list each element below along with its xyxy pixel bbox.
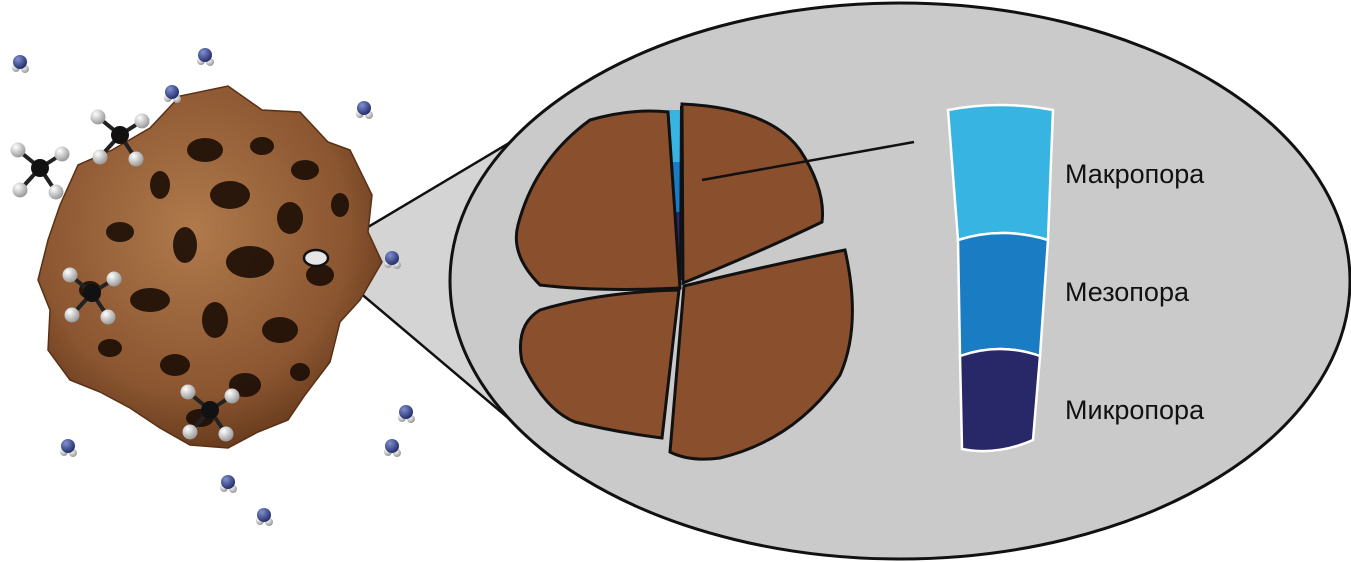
porous-particle (38, 86, 382, 448)
water-molecule-icon (256, 508, 273, 526)
water-molecule-icon (356, 101, 373, 119)
methane-molecule-icon (11, 143, 70, 200)
water-molecule-icon (398, 405, 415, 423)
water-molecule-icon (197, 48, 214, 66)
pore-size-legend-bar (948, 105, 1053, 451)
legend-swatch-macro (948, 105, 1053, 240)
legend-swatch-micro (960, 349, 1040, 451)
pore-marker (304, 250, 328, 266)
legend-label-meso: Мезопора (1065, 277, 1190, 307)
legend-label-macro: Макропора (1065, 159, 1205, 189)
water-molecule-icon (384, 439, 401, 457)
legend-swatch-meso (958, 233, 1048, 356)
water-molecule-icon (12, 55, 29, 73)
legend-label-micro: Микропора (1065, 395, 1205, 425)
water-molecule-icon (60, 439, 77, 457)
water-molecule-icon (164, 85, 181, 103)
channel-gap-line (680, 106, 681, 288)
water-molecule-icon (220, 475, 237, 493)
grain-cluster (516, 104, 852, 459)
